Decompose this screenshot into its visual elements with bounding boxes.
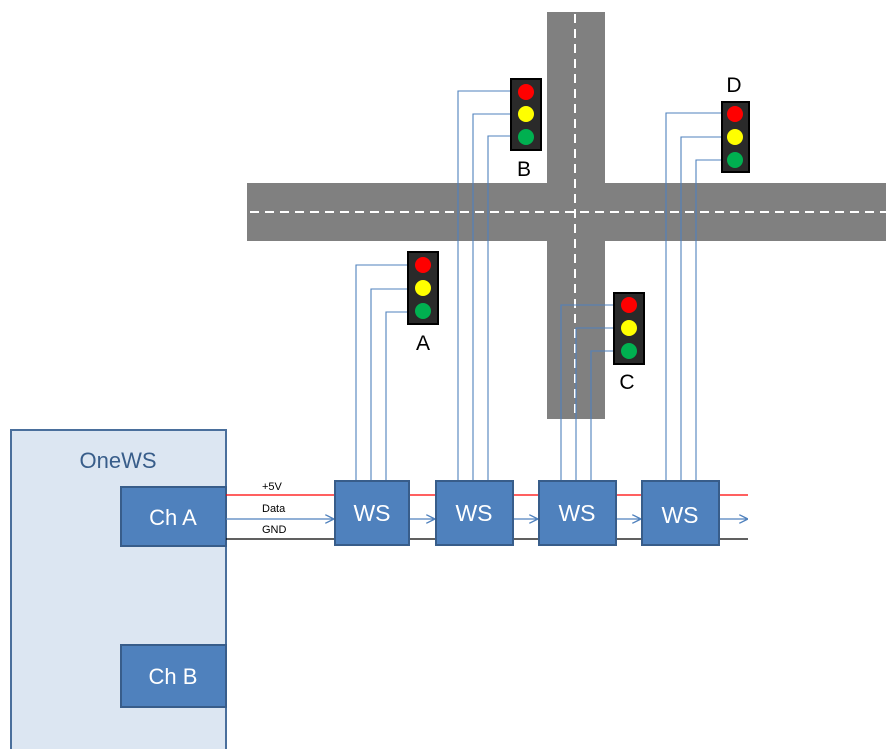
wire-b-green	[487, 135, 511, 481]
traffic-light-d: D	[721, 74, 750, 173]
channel-a-box	[120, 486, 227, 547]
traffic-light-b: B	[510, 78, 542, 181]
onews-controller: OneWS Ch A Ch B	[10, 429, 227, 749]
ws-nodes: WS WS WS WS	[334, 480, 720, 546]
ws-node-4	[641, 480, 720, 546]
ws-node-2-label: WS	[455, 500, 492, 526]
traffic-light-a-label: A	[416, 332, 430, 355]
traffic-light-a-green	[415, 303, 431, 319]
bus-label-gnd: GND	[262, 524, 287, 536]
ws-node-3-label: WS	[558, 500, 595, 526]
wire-a-red	[355, 264, 408, 481]
traffic-light-a-yellow	[415, 280, 431, 296]
traffic-light-b-label: B	[517, 158, 531, 181]
wire-b-yellow	[472, 113, 511, 481]
wire-c-yellow	[575, 327, 614, 481]
traffic-light-c: C	[613, 292, 645, 394]
traffic-light-a-red	[415, 257, 431, 273]
ws-node-2	[435, 480, 514, 546]
traffic-light-b-green	[518, 129, 534, 145]
traffic-light-d-yellow	[727, 129, 743, 145]
channel-b-box	[120, 644, 227, 708]
traffic-light-b-yellow	[518, 106, 534, 122]
traffic-light-d-green	[727, 152, 743, 168]
bus-label-power: +5V	[262, 481, 283, 493]
controller-title: OneWS	[79, 448, 156, 473]
traffic-light-c-yellow	[621, 320, 637, 336]
wire-c-green	[590, 350, 614, 481]
wire-a-green	[385, 311, 408, 481]
traffic-light-a: A	[407, 251, 439, 355]
traffic-light-c-label: C	[619, 371, 634, 394]
signal-wires	[355, 90, 722, 481]
wire-c-red	[560, 304, 614, 481]
channel-a-label: Ch A	[149, 505, 197, 530]
bus: +5V Data GND	[226, 481, 748, 540]
channel-b-label: Ch B	[149, 664, 198, 689]
bus-label-data: Data	[262, 503, 286, 515]
traffic-light-c-red	[621, 297, 637, 313]
ws-node-1	[334, 480, 410, 546]
ws-node-4-label: WS	[661, 502, 698, 528]
traffic-light-c-green	[621, 343, 637, 359]
traffic-light-d-label: D	[726, 74, 741, 97]
ws-node-1-label: WS	[353, 500, 390, 526]
roads	[247, 12, 886, 419]
wire-a-yellow	[370, 288, 408, 481]
wire-d-yellow	[680, 136, 722, 481]
traffic-light-b-red	[518, 84, 534, 100]
wire-d-green	[695, 159, 722, 481]
ws-node-3	[538, 480, 617, 546]
wire-b-red	[457, 90, 511, 481]
traffic-light-d-red	[727, 106, 743, 122]
wire-d-red	[665, 112, 722, 481]
